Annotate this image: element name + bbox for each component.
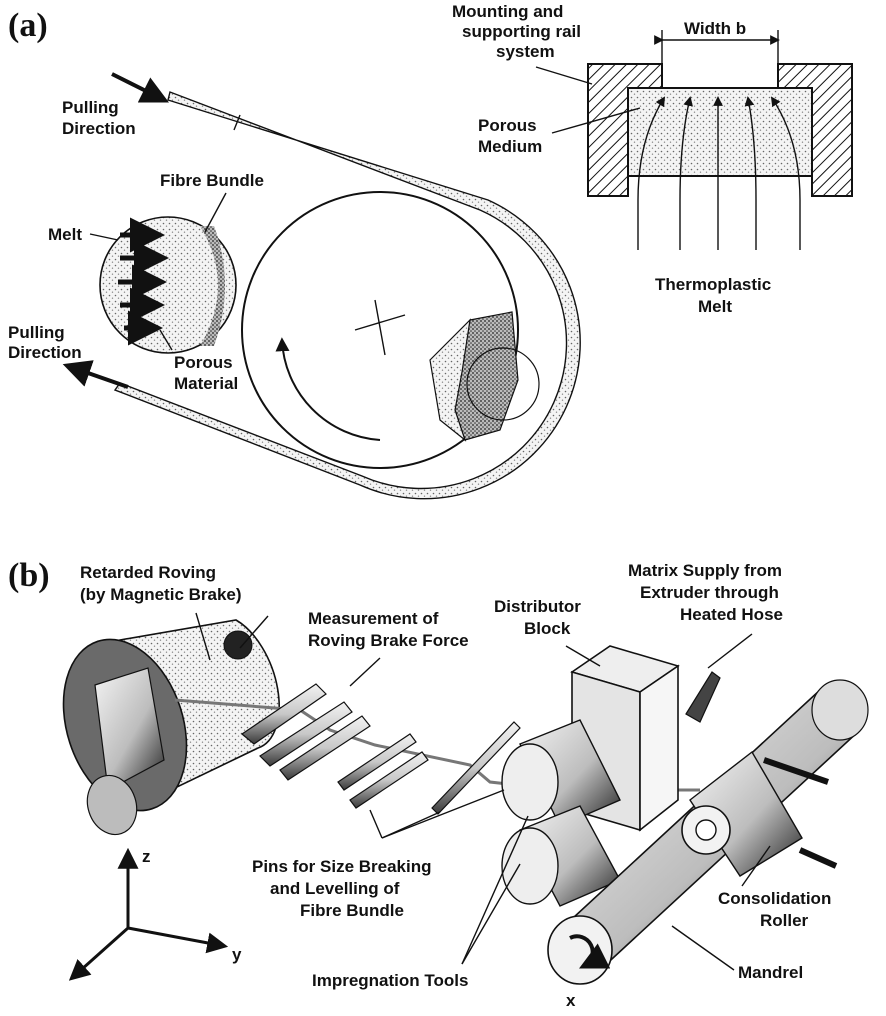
impregnation-tools-label: Impregnation Tools [312, 971, 468, 990]
distributor-line1: Distributor [494, 597, 581, 616]
pulling-arrow-top [111, 72, 170, 103]
distributor-block [570, 645, 721, 832]
porous-medium-line2: Medium [478, 137, 542, 156]
matrix-supply-line1: Matrix Supply from [628, 561, 782, 580]
width-dimension [654, 30, 780, 64]
measurement-line2: Roving Brake Force [308, 631, 469, 650]
porous-medium-cross-section [535, 30, 853, 250]
size-breaking-pins [337, 721, 521, 815]
magnified-detail [99, 216, 237, 354]
thermoplastic-melt-line2: Melt [698, 297, 732, 316]
width-label: Width b [684, 19, 746, 38]
mounting-line1: Mounting and [452, 2, 563, 21]
matrix-supply-line3: Heated Hose [680, 605, 783, 624]
distributor-line2: Block [524, 619, 571, 638]
pulling-direction-top-line2: Direction [62, 119, 136, 138]
impregnation-tools [501, 719, 621, 907]
fibre-bundle-belt [113, 91, 581, 500]
thermoplastic-melt-line1: Thermoplastic [655, 275, 771, 294]
consolidation-roller [681, 750, 838, 877]
rotation-arrow [275, 337, 381, 441]
panel-b-label: (b) [8, 557, 50, 594]
pulling-direction-bottom-line2: Direction [8, 343, 82, 362]
pins-line3: Fibre Bundle [300, 901, 404, 920]
mandrel-label: Mandrel [738, 963, 803, 982]
pins-line2: and Levelling of [270, 879, 400, 898]
melt-label: Melt [48, 225, 82, 244]
mounting-line2: supporting rail [462, 22, 581, 41]
porous-material-line1: Porous [174, 353, 233, 372]
retarded-roving-line1: Retarded Roving [80, 563, 216, 582]
retarded-roving-line2: (by Magnetic Brake) [80, 585, 242, 604]
matrix-supply-line2: Extruder through [640, 583, 779, 602]
mounting-line3: system [496, 42, 555, 61]
pulling-direction-top-line1: Pulling [62, 98, 119, 117]
detail-circle-small [466, 347, 540, 421]
axis-x-label: x [566, 991, 576, 1010]
axis-z-label: z [142, 847, 151, 866]
coordinate-axes [68, 847, 229, 981]
consolidation-line1: Consolidation [718, 889, 831, 908]
measurement-line1: Measurement of [308, 609, 439, 628]
axis-y-label: y [232, 945, 242, 964]
pins-line1: Pins for Size Breaking [252, 857, 432, 876]
mandrel-rotation-arrow [569, 934, 611, 969]
porous-medium-line1: Porous [478, 116, 537, 135]
pulling-direction-bottom-line1: Pulling [8, 323, 65, 342]
panel-a-label: (a) [8, 7, 48, 44]
heated-hose [685, 671, 721, 723]
pulling-arrow-bottom [62, 360, 129, 389]
melt-flow-arrows [637, 96, 801, 250]
fibre-bundle-label: Fibre Bundle [160, 171, 264, 190]
porous-material-line2: Material [174, 374, 238, 393]
roving-spool [62, 619, 280, 836]
consolidation-line2: Roller [760, 911, 809, 930]
melt-penetration-arrows [118, 217, 169, 346]
measurement-pins [241, 683, 371, 781]
